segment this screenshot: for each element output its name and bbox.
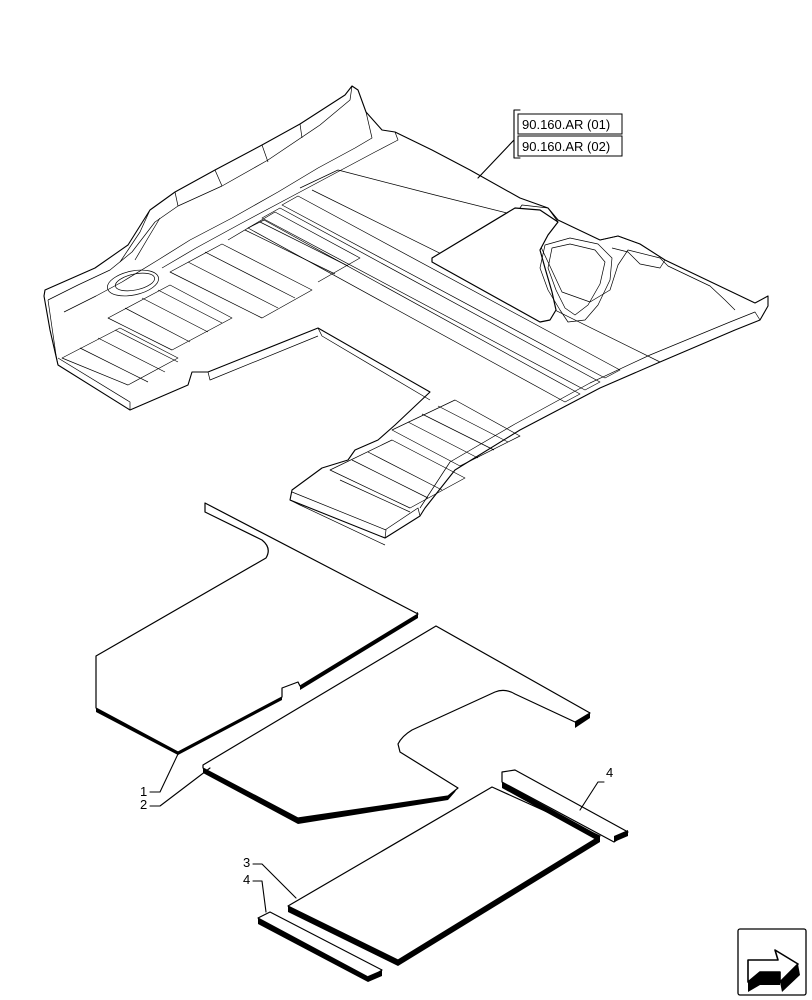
svg-text:4: 4 xyxy=(606,765,613,780)
cab-floor-assembly xyxy=(43,85,769,546)
callout-2: 2 xyxy=(140,767,211,812)
callout-4-right: 4 xyxy=(579,765,613,811)
reference-link-90-160-ar-02[interactable]: 90.160.AR (02) xyxy=(517,135,623,157)
reference-group: 90.160.AR (01) 90.160.AR (02) xyxy=(477,109,623,179)
reference-link-90-160-ar-01[interactable]: 90.160.AR (01) xyxy=(517,113,623,135)
part-1-floor-mat xyxy=(95,502,419,755)
svg-text:2: 2 xyxy=(140,797,147,812)
next-page-arrow-icon[interactable] xyxy=(737,928,807,996)
part-4-strip-right xyxy=(501,769,629,843)
svg-text:3: 3 xyxy=(243,855,250,870)
part-2-floor-mat xyxy=(202,625,591,824)
callout-4-left: 4 xyxy=(243,872,267,913)
svg-text:90.160.AR (02): 90.160.AR (02) xyxy=(522,139,610,154)
svg-text:1: 1 xyxy=(140,784,147,799)
part-4-strip-left xyxy=(257,911,383,982)
callout-1: 1 xyxy=(140,753,179,799)
svg-text:4: 4 xyxy=(243,872,250,887)
callout-3: 3 xyxy=(243,855,297,899)
svg-text:90.160.AR (01): 90.160.AR (01) xyxy=(522,117,610,132)
